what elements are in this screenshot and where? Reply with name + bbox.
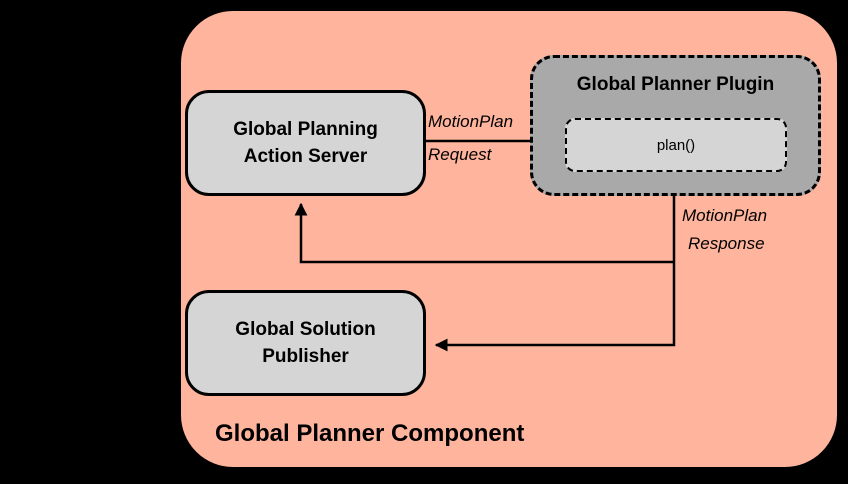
plugin-title: Global Planner Plugin <box>576 74 775 95</box>
global-solution-publisher-box: Global Solution Publisher <box>185 290 426 396</box>
publisher-label-line2: Publisher <box>262 346 349 367</box>
request-edge-label-line2: Request <box>428 145 492 164</box>
global-planning-action-server-box: Global Planning Action Server <box>185 90 426 196</box>
publisher-label-line1: Global Solution <box>235 319 376 340</box>
response-edge-label-line2: Response <box>688 234 765 253</box>
request-edge-label-line1: MotionPlan <box>428 112 514 131</box>
plan-function-box: plan() <box>565 118 787 172</box>
action-server-label-line1: Global Planning <box>233 119 378 140</box>
component-caption: Global Planner Component <box>215 420 525 447</box>
plan-label: plan() <box>656 136 696 154</box>
action-server-label-line2: Action Server <box>243 146 368 167</box>
response-edge-label-line1: MotionPlan <box>682 206 768 225</box>
